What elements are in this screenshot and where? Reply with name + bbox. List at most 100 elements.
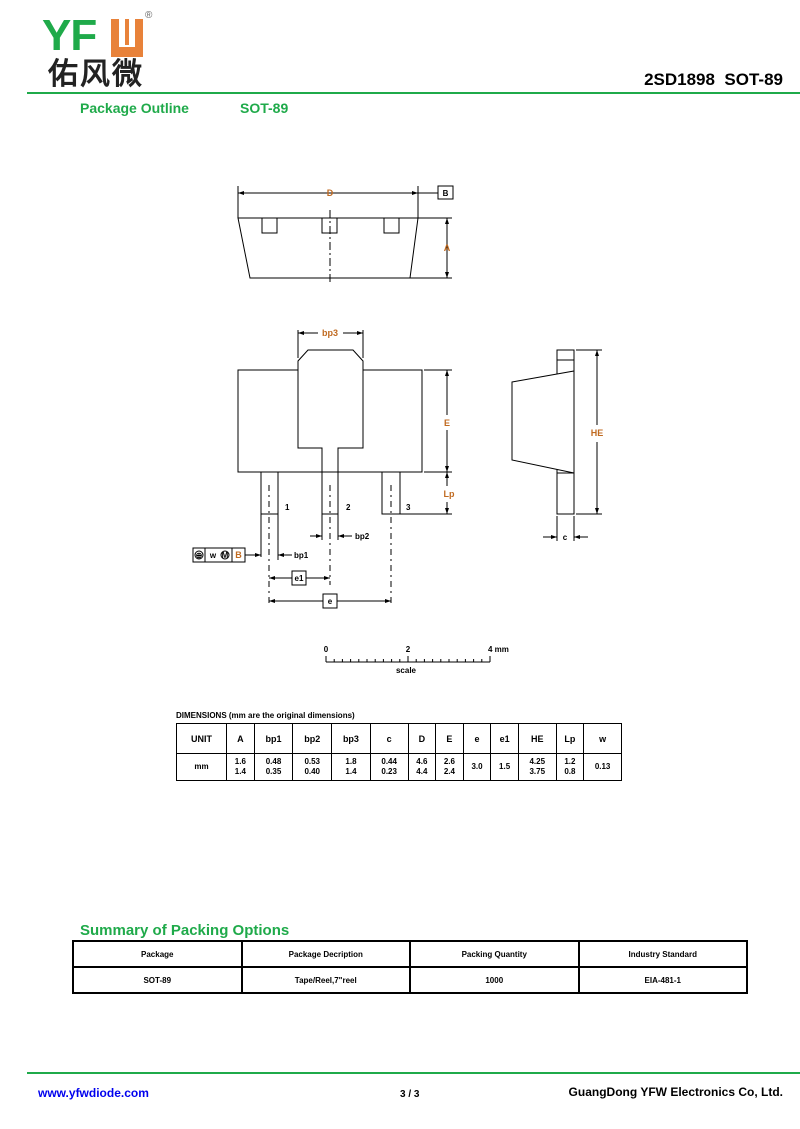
header-cell: D bbox=[407, 723, 437, 754]
label-datum-B: B bbox=[443, 189, 449, 198]
label-bp3: bp3 bbox=[322, 328, 338, 338]
header-cell: bp2 bbox=[292, 723, 333, 754]
logo-u-mark bbox=[111, 19, 143, 57]
scale-mid: 2 bbox=[406, 645, 411, 654]
dimension-value: 4.25 bbox=[529, 757, 546, 766]
dimension-value: 0.40 bbox=[304, 767, 321, 776]
label-Lp: Lp bbox=[444, 489, 455, 499]
position-tolerance-icon: ⊕ bbox=[196, 551, 203, 560]
label-pin1: 1 bbox=[285, 503, 290, 512]
dimension-value: 1.5 bbox=[499, 762, 511, 771]
dimension-value: 4.6 bbox=[416, 757, 428, 766]
dimension-value: 2.6 bbox=[443, 757, 455, 766]
packing-title: Summary of Packing Options bbox=[80, 922, 290, 939]
table-cell: SOT-89 bbox=[72, 966, 243, 994]
header-cell: Packing Quantity bbox=[409, 940, 580, 968]
unit-cell: mm bbox=[175, 753, 228, 781]
dimension-value: 1.2 bbox=[564, 757, 576, 766]
label-c: c bbox=[563, 533, 568, 542]
table-header-row: Package Package Decription Packing Quant… bbox=[72, 940, 748, 968]
label-e: e bbox=[328, 597, 333, 606]
side-view bbox=[511, 349, 602, 541]
header-cell: Package Decription bbox=[240, 940, 411, 968]
label-pin2: 2 bbox=[346, 503, 351, 512]
label-pin3: 3 bbox=[406, 503, 411, 512]
logo: YF ® 佑风微 bbox=[40, 10, 155, 90]
label-e1: e1 bbox=[295, 574, 304, 583]
dimension-value: 2.4 bbox=[443, 767, 455, 776]
dimension-value: 1.6 bbox=[234, 757, 246, 766]
table-cell: 1000 bbox=[409, 966, 580, 994]
package-name: SOT-89 bbox=[240, 100, 289, 116]
header-cell: UNIT bbox=[175, 723, 228, 754]
section-label: Package Outline bbox=[80, 100, 189, 116]
dimension-value: 1.8 bbox=[345, 757, 357, 766]
company-name: GuangDong YFW Electronics Co, Ltd. bbox=[568, 1085, 783, 1099]
label-A: A bbox=[444, 243, 451, 253]
logo-chinese: 佑风微 bbox=[48, 58, 144, 91]
dimension-value-cell: 3.0 bbox=[462, 753, 492, 781]
dimensions-caption: DIMENSIONS (mm are the original dimensio… bbox=[176, 711, 355, 720]
website-link[interactable]: www.yfwdiode.com bbox=[38, 1086, 149, 1100]
header-cell: HE bbox=[517, 723, 557, 754]
logo-letters: YF bbox=[42, 11, 97, 60]
dimension-value-cell: 1.5 bbox=[490, 753, 519, 781]
dimension-value: 3.0 bbox=[471, 762, 483, 771]
header-cell: Industry Standard bbox=[577, 940, 748, 968]
dimension-value: 3.75 bbox=[529, 767, 546, 776]
header-cell: E bbox=[435, 723, 464, 754]
label-E: E bbox=[444, 418, 450, 428]
scale-max: 4 mm bbox=[488, 645, 509, 654]
header-cell: A bbox=[226, 723, 255, 754]
table-cell: EIA-481-1 bbox=[577, 966, 748, 994]
label-HE: HE bbox=[591, 428, 604, 438]
registered-mark: ® bbox=[145, 10, 153, 21]
dimension-value: 0.13 bbox=[594, 762, 611, 771]
footer-divider bbox=[27, 1072, 800, 1074]
package-outline-drawing: D B A bp3 E Lp 1 2 3 bp2 bp1 ⊕ w M B e1 … bbox=[192, 185, 604, 675]
label-M: M bbox=[222, 551, 229, 560]
header-cell: bp3 bbox=[331, 723, 371, 754]
dimension-value: 1.4 bbox=[345, 767, 357, 776]
packing-table: Package Package Decription Packing Quant… bbox=[72, 940, 748, 994]
part-title: 2SD1898 SOT-89 bbox=[644, 70, 783, 89]
label-bp1: bp1 bbox=[294, 551, 309, 560]
header-cell: w bbox=[583, 723, 622, 754]
dimension-value: 0.8 bbox=[564, 767, 576, 776]
label-w: w bbox=[209, 551, 217, 560]
dimension-value: 0.48 bbox=[265, 757, 282, 766]
header-divider bbox=[27, 92, 800, 94]
label-bp2: bp2 bbox=[355, 532, 370, 541]
dimension-value-cell: 0.13 bbox=[583, 753, 622, 781]
dimension-value: 0.44 bbox=[381, 757, 397, 766]
header-cell: e1 bbox=[490, 723, 519, 754]
table-row: SOT-89 Tape/Reel,7"reel 1000 EIA-481-1 bbox=[72, 966, 748, 994]
top-view bbox=[237, 185, 454, 285]
scale-bar bbox=[325, 656, 491, 663]
label-D: D bbox=[327, 188, 334, 198]
header-cell: bp1 bbox=[253, 723, 294, 754]
header-cell: c bbox=[369, 723, 409, 754]
scale-label: scale bbox=[396, 666, 417, 675]
dimension-value: 0.35 bbox=[265, 767, 282, 776]
header-cell: Package bbox=[72, 940, 243, 968]
dimensions-table: UNIT A bp1 bp2 bp3 c D E e e1 HE Lp w mm… bbox=[175, 723, 622, 781]
dimension-value: 4.4 bbox=[416, 767, 428, 776]
dimension-value: 1.4 bbox=[234, 767, 246, 776]
label-tol-datum-B: B bbox=[235, 550, 242, 560]
front-view bbox=[192, 330, 452, 609]
table-header-row: UNIT A bp1 bp2 bp3 c D E e e1 HE Lp w bbox=[175, 723, 622, 754]
dimension-value: 0.53 bbox=[304, 757, 321, 766]
scale-min: 0 bbox=[324, 645, 329, 654]
header-cell: Lp bbox=[555, 723, 585, 754]
dimension-value: 0.23 bbox=[381, 767, 397, 776]
